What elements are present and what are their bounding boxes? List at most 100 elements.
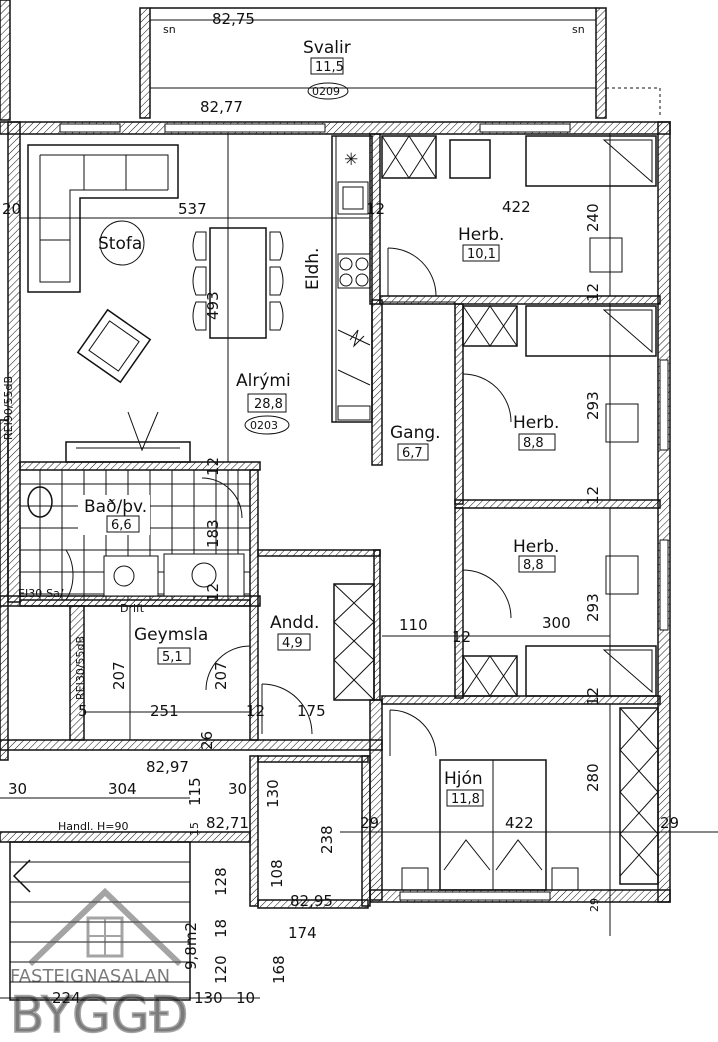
toilet-icon <box>27 486 53 518</box>
area-box <box>518 433 556 451</box>
dim-207a: 207 <box>110 661 128 690</box>
room-stofa-label: Stofa <box>98 234 142 254</box>
dim-30b: 30 <box>228 780 247 798</box>
dim-293b: 293 <box>584 593 602 622</box>
area-box <box>157 647 191 665</box>
dim-20: 20 <box>2 200 21 218</box>
drift-label: Drift <box>120 602 145 615</box>
door-swing <box>462 373 512 423</box>
dim-12f: 12 <box>204 583 222 602</box>
staircase <box>9 841 191 1001</box>
area-box <box>277 633 311 651</box>
room-alrymi-label: Alrými <box>236 371 291 391</box>
window <box>59 123 121 133</box>
door-swing <box>261 683 313 735</box>
entry-wardrobe <box>333 583 375 701</box>
desk-chair <box>605 555 639 595</box>
room-geymsla-label: Geymsla <box>134 625 208 645</box>
dim-82-97: 82,97 <box>146 758 189 776</box>
wall-rating-lower: REI30/55dB <box>74 636 87 700</box>
dim-29c: 29 <box>588 898 601 912</box>
area-box <box>462 244 500 262</box>
dim-130b: 130 <box>194 989 223 1007</box>
door-swing <box>389 709 437 757</box>
dim-29b: 29 <box>660 814 679 832</box>
dim-12-top: 12 <box>366 200 385 218</box>
dim-18: 18 <box>212 919 230 938</box>
shower-area <box>19 549 74 601</box>
room-hjon-area: 11,8 <box>451 792 480 807</box>
nightstand <box>551 867 579 891</box>
fasteignasalan-byggd-logo: FASTEIGNASALAN BYGGÐ <box>9 887 189 1042</box>
stair-area: 9,8m2 <box>182 922 200 970</box>
balcony <box>139 7 661 119</box>
window <box>659 539 669 631</box>
room-herb2-label: Herb. <box>513 413 559 433</box>
stair-wall <box>257 899 369 909</box>
room-herb2-area: 8,8 <box>523 436 544 451</box>
area-box <box>310 57 344 75</box>
room-svalir-area: 11,5 <box>315 60 344 75</box>
room-andd-area: 4,9 <box>282 636 303 651</box>
window <box>659 359 669 451</box>
dim-12d: 12 <box>584 687 602 706</box>
room-gang-area: 6,7 <box>402 446 423 461</box>
dim-balcony-height: 82,75 <box>212 10 255 28</box>
double-bed <box>439 759 547 891</box>
room-herb1-area: 10,1 <box>467 247 496 262</box>
stair-wall <box>249 755 259 907</box>
sn-label-right: sn <box>572 23 585 36</box>
coffee-table <box>99 220 145 266</box>
sofa <box>27 144 179 293</box>
dim-175: 175 <box>297 702 326 720</box>
area-box <box>106 515 140 533</box>
logo-line2: BYGGÐ <box>10 986 188 1042</box>
dim-304: 304 <box>108 780 137 798</box>
room-code-oval <box>244 415 290 435</box>
dim-280: 280 <box>584 763 602 792</box>
dim-422-herb1: 422 <box>502 198 531 216</box>
window <box>164 123 326 133</box>
dim-115: 115 <box>186 777 204 806</box>
dim-120: 120 <box>212 955 230 984</box>
dim-422-hjon: 422 <box>505 814 534 832</box>
dim-251: 251 <box>150 702 179 720</box>
fire-rating-label: EI30-Sa/ <box>18 587 64 600</box>
room-code-oval <box>307 82 349 100</box>
desk-chair <box>449 139 491 179</box>
dim-12-herb1: 12 <box>584 283 602 302</box>
stair-wall <box>0 831 251 843</box>
dim-224: 224 <box>52 989 81 1007</box>
wardrobe <box>619 707 659 885</box>
dim-12b: 12 <box>584 486 602 505</box>
area-box <box>518 555 556 573</box>
sink-icon <box>191 562 217 588</box>
room-gang-label: Gang. <box>390 423 441 443</box>
armchair <box>76 308 152 384</box>
bed <box>525 645 657 697</box>
dim-174: 174 <box>288 924 317 942</box>
room-hjon-label: Hjón <box>444 769 483 789</box>
wardrobe <box>462 305 518 347</box>
tv-unit <box>65 411 191 463</box>
wardrobe <box>462 655 518 697</box>
hall-outline <box>382 301 456 690</box>
window <box>479 123 571 133</box>
room-bad-label: Bað/þv. <box>84 497 147 517</box>
room-alrymi-code: 0203 <box>250 419 278 432</box>
dim-183: 183 <box>204 519 222 548</box>
room-herb3-label: Herb. <box>513 537 559 557</box>
room-andd-label: Andd. <box>270 613 319 633</box>
dim-108: 108 <box>268 859 286 888</box>
dim-floor-height: 82,77 <box>200 98 243 116</box>
dim-10: 10 <box>236 989 255 1007</box>
wardrobe <box>381 135 437 179</box>
door-swing <box>205 645 251 691</box>
sn-label-left: sn <box>163 23 176 36</box>
room-svalir-code: 0209 <box>312 85 340 98</box>
dim-493: 493 <box>204 291 222 320</box>
dim-12e: 12 <box>204 457 222 476</box>
dim-82-71: 82,71 <box>206 814 249 832</box>
door-swing <box>462 569 512 619</box>
